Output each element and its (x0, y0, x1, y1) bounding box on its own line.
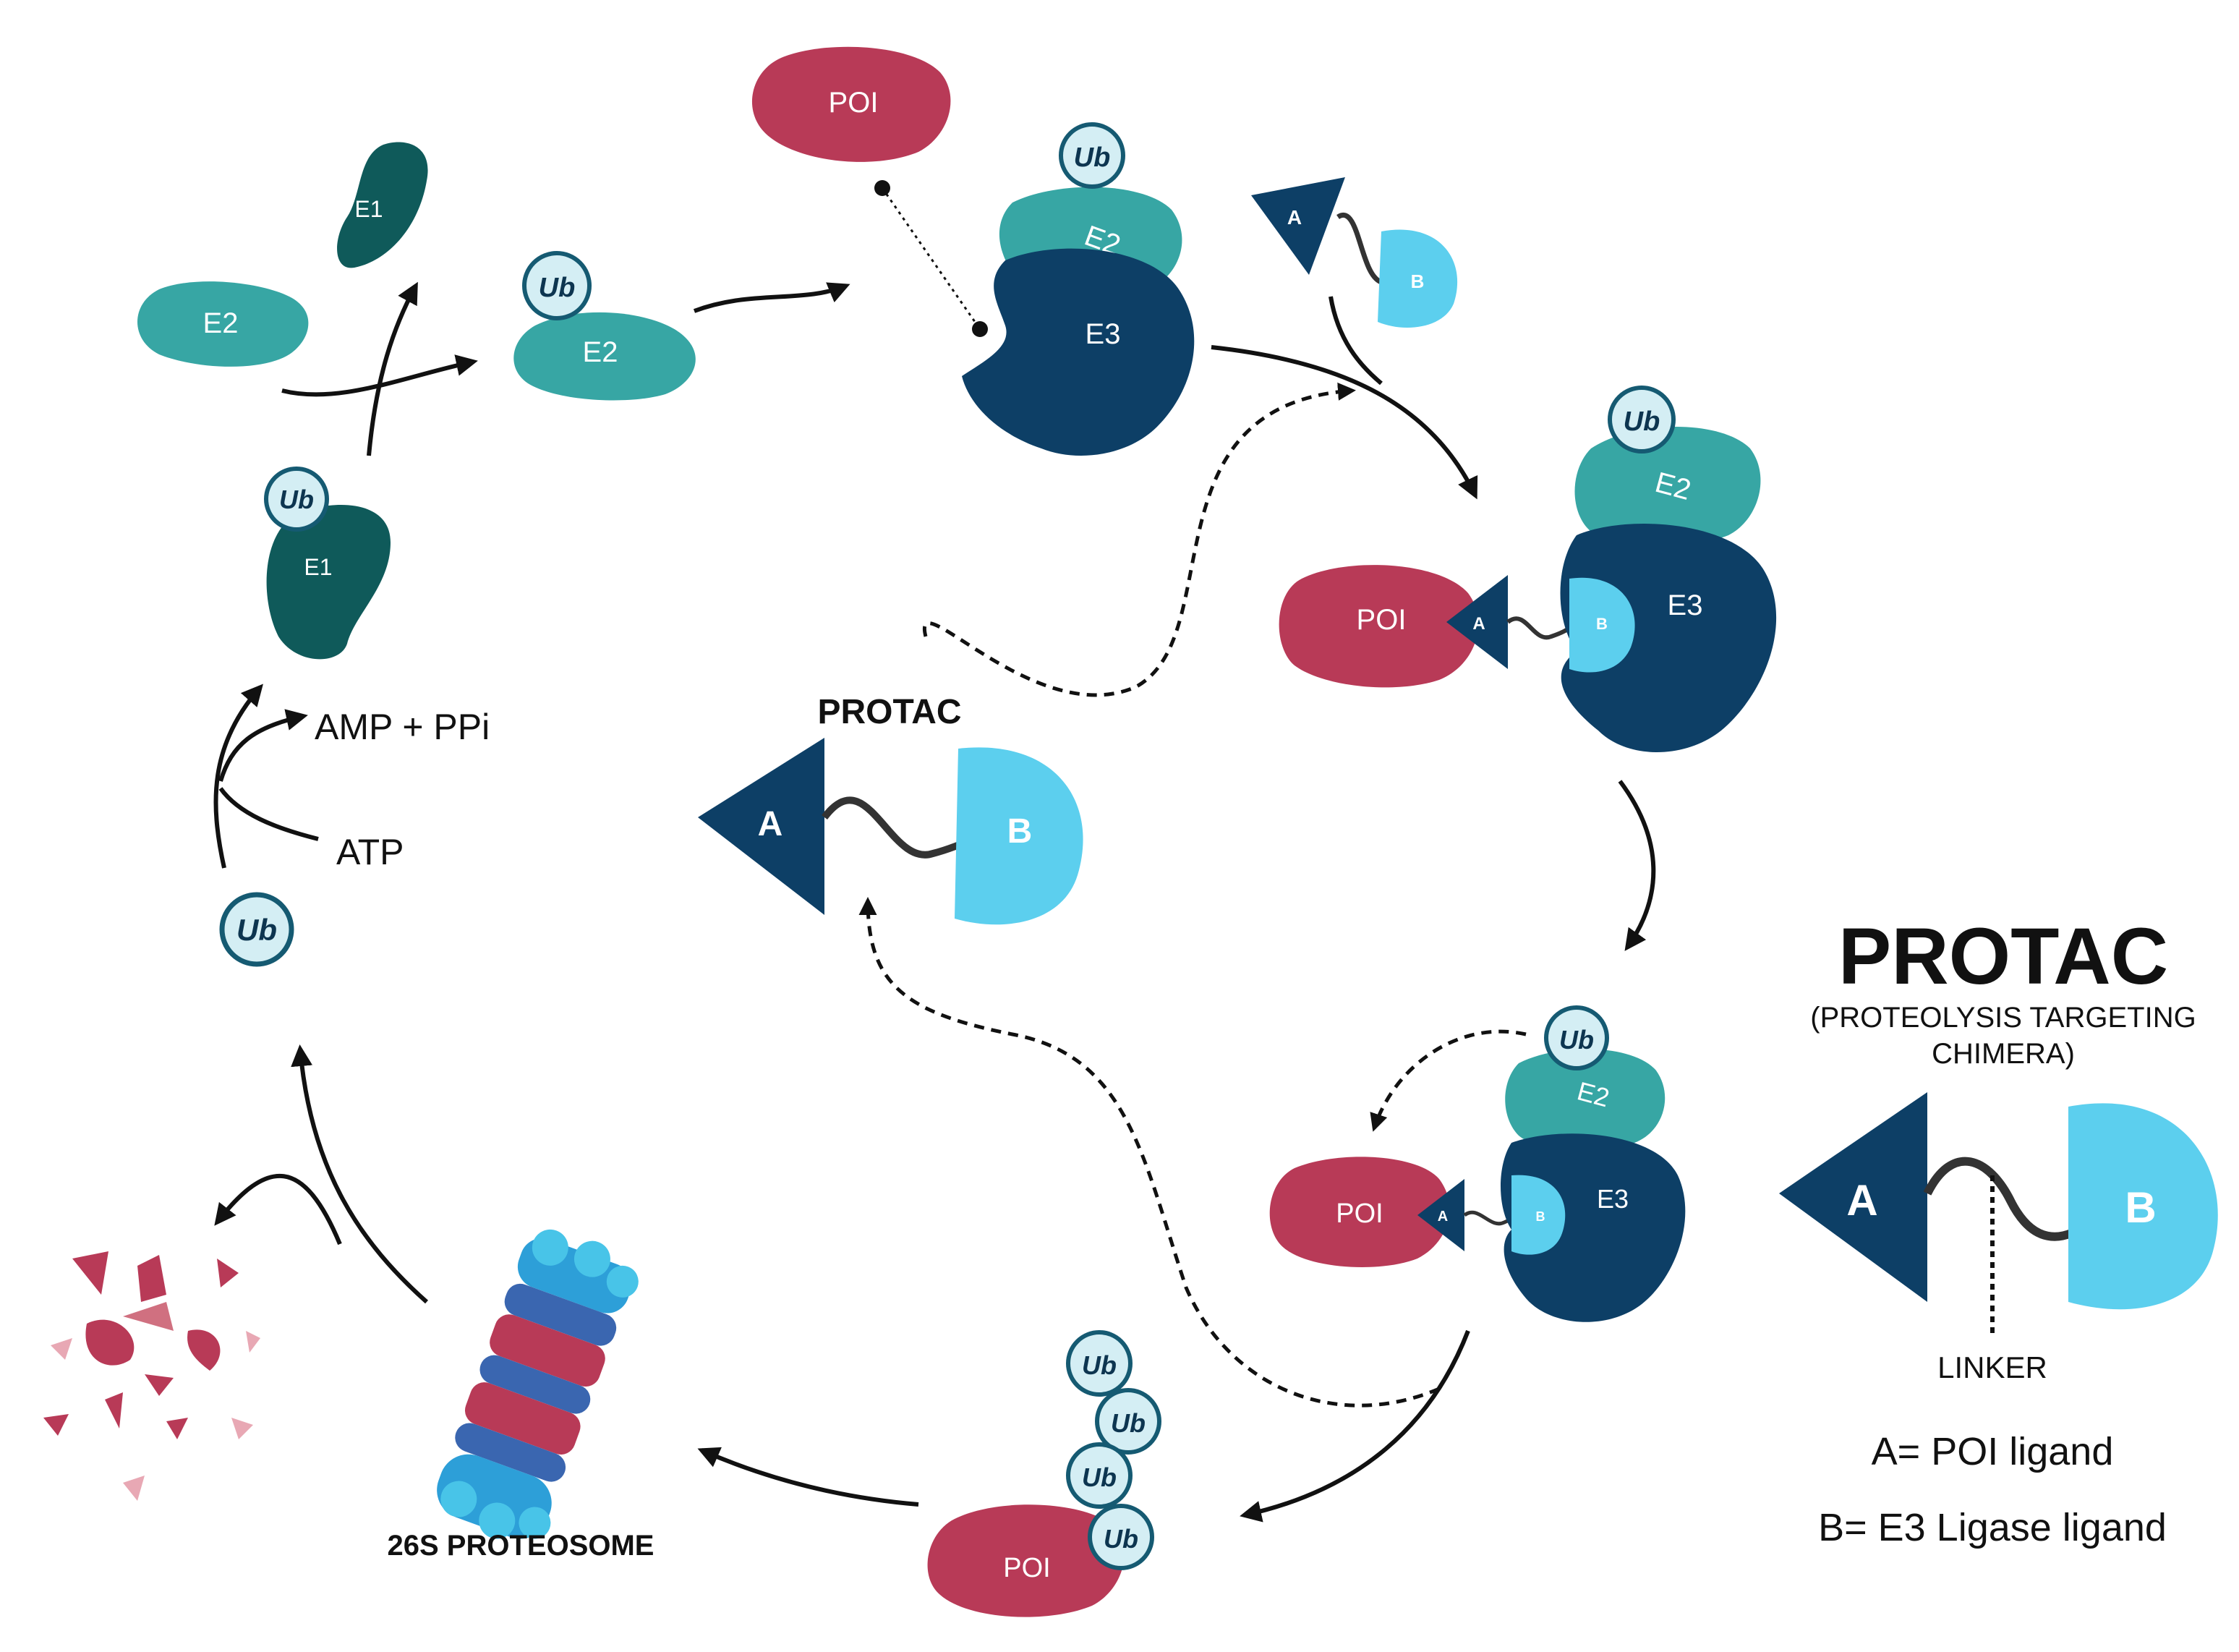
protac-center: A B (698, 738, 1083, 925)
svg-text:POI: POI (1003, 1553, 1050, 1583)
svg-text:B: B (1007, 812, 1033, 851)
proteasome (437, 1229, 639, 1539)
arrow-e2-release (281, 354, 478, 397)
free-ub: Ub (219, 892, 294, 967)
svg-text:POI: POI (1336, 1198, 1383, 1229)
polyubiquitinated-poi: POI Ub Ub Ub Ub (927, 1330, 1161, 1617)
dashed-ub-transfer (1370, 1029, 1527, 1132)
linker-center (822, 796, 967, 859)
dashed-arrows (858, 382, 1527, 1408)
legend-subtitle-line2: CHIMERA) (1932, 1038, 2075, 1070)
svg-text:E2: E2 (203, 307, 239, 339)
legend-subtitle-line1: (PROTEOLYSIS TARGETING (1810, 1002, 2196, 1034)
legend-ligand-a (1779, 1092, 1927, 1302)
svg-text:Ub: Ub (1111, 1408, 1146, 1438)
ubiquitinated-complex: POI A E2 E3 B Ub (1269, 1005, 1686, 1322)
svg-text:B: B (2125, 1183, 2156, 1232)
e1-free: E1 (337, 142, 428, 268)
arrow-to-peptides (214, 1173, 342, 1246)
svg-text:A: A (1438, 1209, 1448, 1225)
e2-ub-complex: E2 Ub (513, 251, 696, 401)
svg-text:E3: E3 (1086, 318, 1121, 350)
legend-b-definition: B= E3 Ligase ligand (1818, 1506, 2167, 1549)
svg-text:A: A (758, 805, 783, 843)
poi-binding-dot-top (874, 180, 890, 196)
legend-ligand-b (2068, 1103, 2218, 1310)
ternary-complex: POI A E2 E3 B Ub (1279, 386, 1777, 752)
arrow-release-to-polyub (1240, 1329, 1470, 1523)
svg-text:Ub: Ub (1104, 1524, 1138, 1554)
peptide-fragments (43, 1251, 260, 1501)
atp-label: ATP (336, 832, 404, 872)
ligand-b-center (955, 747, 1083, 925)
svg-text:A: A (1472, 614, 1485, 634)
svg-text:B: B (1411, 271, 1425, 292)
legend-title: PROTAC (1838, 912, 2168, 1001)
svg-text:E3: E3 (1597, 1184, 1629, 1214)
protac-incoming: A B (1251, 177, 1458, 328)
proteosome-label: 26S PROTEOSOME (388, 1530, 654, 1562)
dashed-recycle-protac (858, 897, 1440, 1408)
poi-top: POI (751, 46, 951, 162)
ligand-a-center (698, 738, 824, 915)
svg-text:E1: E1 (354, 196, 383, 222)
legend-linker-label: LINKER (1937, 1350, 2047, 1384)
protac-center-label: PROTAC (817, 693, 961, 731)
poi-binding-dotted-line (881, 187, 981, 330)
arrow-e3-to-ternary (1211, 345, 1478, 500)
svg-text:Ub: Ub (1074, 142, 1111, 173)
arrow-ternary-to-ubiquitinated (1618, 780, 1656, 951)
svg-text:POI: POI (829, 87, 879, 119)
arrow-proteasome-to-ub (291, 1044, 428, 1304)
arrow-atp-in (218, 787, 319, 841)
svg-text:Ub: Ub (1624, 406, 1660, 437)
arrow-ub-to-e1 (213, 684, 263, 869)
legend-a-definition: A= POI ligand (1872, 1430, 2114, 1473)
svg-text:B: B (1596, 615, 1608, 633)
svg-text:A: A (1287, 206, 1302, 229)
svg-text:Ub: Ub (236, 913, 277, 947)
arrow-to-amp-ppi (218, 709, 308, 782)
svg-text:Ub: Ub (539, 273, 576, 303)
e2-free: E2 (137, 281, 309, 367)
dashed-protac-to-e3 (922, 382, 1356, 697)
cycle-arrows (213, 281, 1656, 1523)
e3-e2-ub-complex-top: E2 E3 Ub (962, 122, 1195, 456)
svg-text:E3: E3 (1668, 589, 1703, 621)
amp-ppi-label: AMP + PPi (315, 707, 490, 747)
protac-legend: PROTAC (PROTEOLYSIS TARGETING CHIMERA) A… (1779, 912, 2218, 1549)
svg-text:Ub: Ub (1082, 1462, 1117, 1492)
legend-linker (1923, 1157, 2093, 1241)
svg-text:POI: POI (1357, 604, 1407, 636)
svg-text:Ub: Ub (279, 485, 314, 514)
svg-text:Ub: Ub (1082, 1350, 1117, 1380)
svg-text:Ub: Ub (1559, 1025, 1594, 1055)
svg-text:E2: E2 (583, 336, 618, 368)
arrow-e2ub-to-e3 (693, 282, 850, 313)
svg-text:E1: E1 (304, 554, 332, 580)
e1-ub-complex: E1 Ub (264, 467, 391, 660)
poi-binding-dot-bottom (972, 321, 988, 337)
svg-text:A: A (1846, 1176, 1877, 1225)
arrow-e1-to-e2 (367, 281, 418, 456)
arrow-protac-join (1329, 296, 1383, 386)
svg-text:B: B (1536, 1209, 1545, 1224)
arrow-polyub-to-proteasome (697, 1447, 919, 1507)
